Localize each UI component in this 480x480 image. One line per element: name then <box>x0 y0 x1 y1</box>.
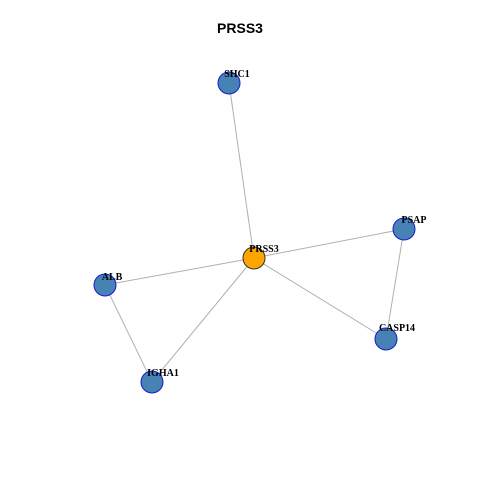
nodes-layer <box>93 71 416 394</box>
edge-prss3-psap <box>253 228 405 259</box>
node-label-psap: PSAP <box>402 215 427 226</box>
node-igha1 <box>140 370 164 394</box>
edges-layer <box>104 82 405 383</box>
node-label-prss3: PRSS3 <box>249 244 278 255</box>
node-prss3 <box>242 246 266 270</box>
node-casp14 <box>374 327 398 351</box>
edge-prss3-shc1 <box>228 82 255 259</box>
edge-psap-casp14 <box>385 228 405 340</box>
node-label-shc1: SHC1 <box>224 69 250 80</box>
node-shc1 <box>217 71 241 95</box>
chart-title: PRSS3 <box>217 20 263 36</box>
edge-prss3-casp14 <box>253 257 387 340</box>
node-label-igha1: IGHA1 <box>147 368 179 379</box>
node-label-casp14: CASP14 <box>379 323 415 334</box>
edge-prss3-alb <box>104 257 255 286</box>
node-alb <box>93 273 117 297</box>
edge-alb-igha1 <box>104 284 153 383</box>
edge-prss3-igha1 <box>151 257 255 383</box>
node-label-alb: ALB <box>102 272 123 283</box>
node-psap <box>392 217 416 241</box>
